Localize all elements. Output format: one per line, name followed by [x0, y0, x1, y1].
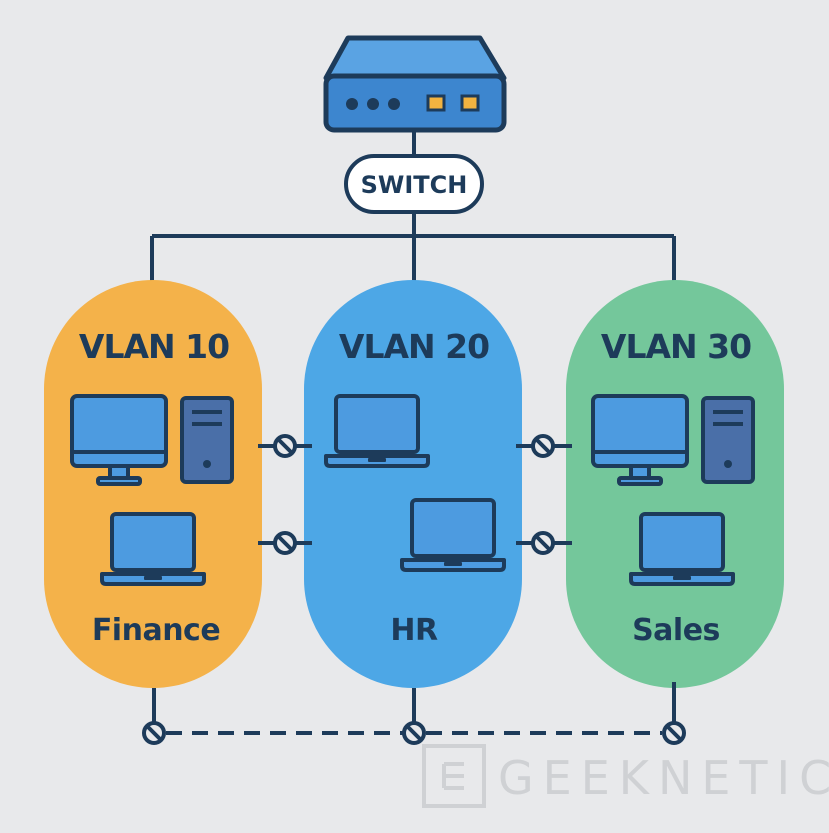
watermark-logo-icon	[422, 744, 486, 808]
laptop-icon	[324, 394, 430, 468]
blocked-link-icon	[402, 721, 426, 745]
bottom-dashed-link	[142, 682, 686, 745]
tower-pc-icon	[701, 396, 755, 484]
vlan-30-department: Sales	[632, 613, 720, 648]
vlan-30-title: VLAN 30	[601, 327, 751, 366]
watermark: GEEKNETIC	[422, 744, 829, 808]
network-switch-icon	[323, 35, 507, 133]
vlan-30-group: VLAN 30 Sales	[566, 280, 784, 688]
vlan-20-title: VLAN 20	[339, 327, 489, 366]
blocked-link-icon	[142, 721, 166, 745]
blocked-link-icon	[273, 531, 297, 555]
tower-pc-icon	[180, 396, 234, 484]
vlan-10-department: Finance	[92, 613, 220, 648]
blocked-link-icon	[531, 531, 555, 555]
vlan-10-group: VLAN 10 Finance	[44, 280, 262, 688]
laptop-icon	[629, 512, 735, 586]
vlan-20-group: VLAN 20 HR	[304, 280, 522, 688]
laptop-icon	[400, 498, 506, 572]
vlan-10-zone	[44, 280, 262, 688]
blocked-links	[258, 434, 572, 555]
laptop-icon	[100, 512, 206, 586]
vlan-20-zone	[304, 280, 522, 688]
blocked-link-icon	[662, 721, 686, 745]
blocked-link-icon	[273, 434, 297, 458]
vlan-20-department: HR	[390, 613, 438, 648]
blocked-link-icon	[531, 434, 555, 458]
switch-label: SWITCH	[361, 171, 468, 199]
watermark-text: GEEKNETIC	[498, 751, 829, 805]
vlan-10-title: VLAN 10	[79, 327, 229, 366]
vlan-30-zone	[566, 280, 784, 688]
